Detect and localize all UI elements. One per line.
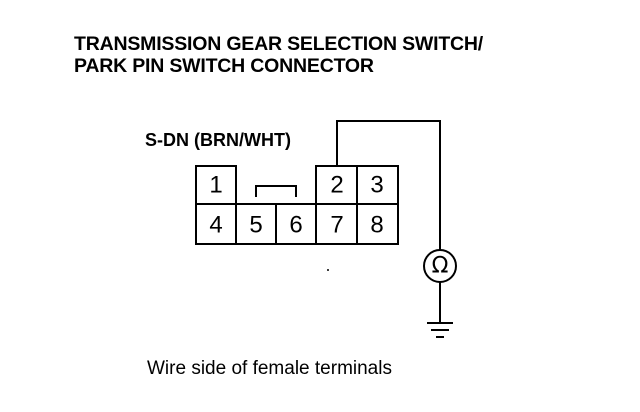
- diagram-title-line-1: TRANSMISSION GEAR SELECTION SWITCH/: [74, 33, 484, 55]
- pin-8-label: 8: [370, 212, 383, 239]
- connector-outline: [195, 165, 399, 245]
- pin-1-label: 1: [209, 172, 222, 199]
- diagram-caption: Wire side of female terminals: [147, 358, 392, 379]
- wire-label: S-DN (BRN/WHT): [145, 130, 291, 150]
- connector-lock-tab: [255, 185, 297, 197]
- stray-dot: [327, 269, 329, 271]
- pin-5-label: 5: [249, 212, 262, 239]
- ground-icon: [427, 322, 453, 338]
- pin-7-label: 7: [330, 212, 343, 239]
- ohm-symbol: Ω: [432, 254, 449, 279]
- test-lead-wire: [336, 120, 441, 250]
- pin-2-label: 2: [330, 172, 343, 199]
- pin-4-label: 4: [209, 212, 222, 239]
- pin-6-label: 6: [289, 212, 302, 239]
- diagram-title-line-2: PARK PIN SWITCH CONNECTOR: [74, 55, 374, 77]
- pin-3-label: 3: [370, 172, 383, 199]
